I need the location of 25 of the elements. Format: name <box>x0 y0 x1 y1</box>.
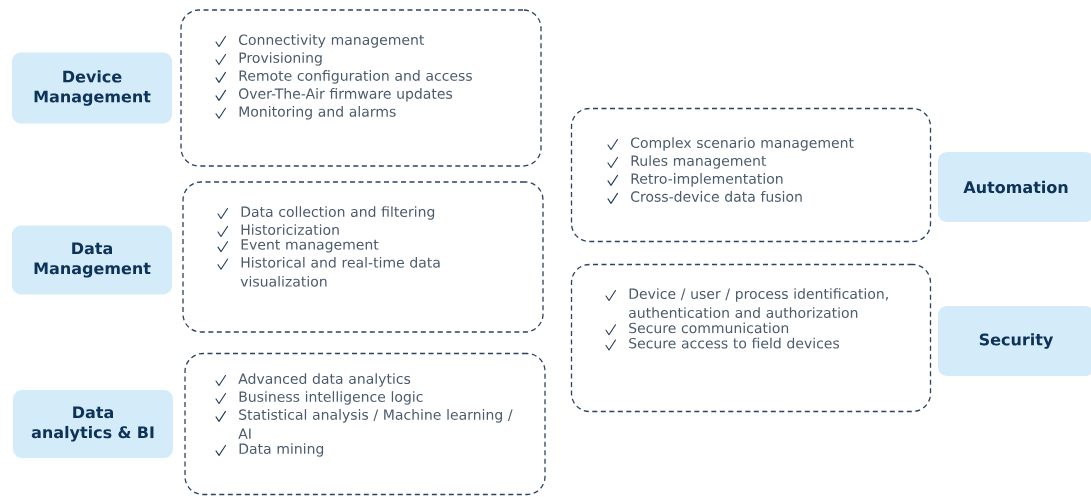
category-label: Security <box>938 306 1091 376</box>
list-item: Rules management <box>631 155 767 169</box>
list-item: Connectivity management <box>239 34 425 48</box>
list-item: Statistical analysis / Machine learning / AI <box>238 409 513 439</box>
list-item: Monitoring and alarms <box>239 106 396 120</box>
category-label: Data analytics & BI <box>13 390 173 458</box>
list-item: Over-The-Air firmware updates <box>239 88 453 102</box>
list-item: Data mining <box>239 443 324 457</box>
list-item: Data collection and filtering <box>241 206 435 220</box>
list-item: Provisioning <box>239 52 322 66</box>
list-item: Cross-device data fusion <box>631 191 802 202</box>
list-item: Advanced data analytics <box>238 373 411 387</box>
list-item: Historicization <box>241 224 339 235</box>
category-label: Automation <box>938 152 1091 222</box>
list-item: Complex scenario management <box>631 137 854 151</box>
category-label: Device Management <box>12 52 172 124</box>
list-item: Historical and real-time data visualization <box>240 256 440 287</box>
list-item: Retro-implementation <box>631 173 783 187</box>
list-item: Event management <box>241 239 379 253</box>
list-item: Secure communication <box>629 322 789 334</box>
list-item: Remote configuration and access <box>239 70 472 84</box>
category-label: Data Management <box>12 225 172 295</box>
list-item: Device / user / process identification, authentication and authorization <box>629 288 888 319</box>
list-item: Business intelligence logic <box>239 391 423 405</box>
list-item: Secure access to field devices <box>629 337 840 349</box>
